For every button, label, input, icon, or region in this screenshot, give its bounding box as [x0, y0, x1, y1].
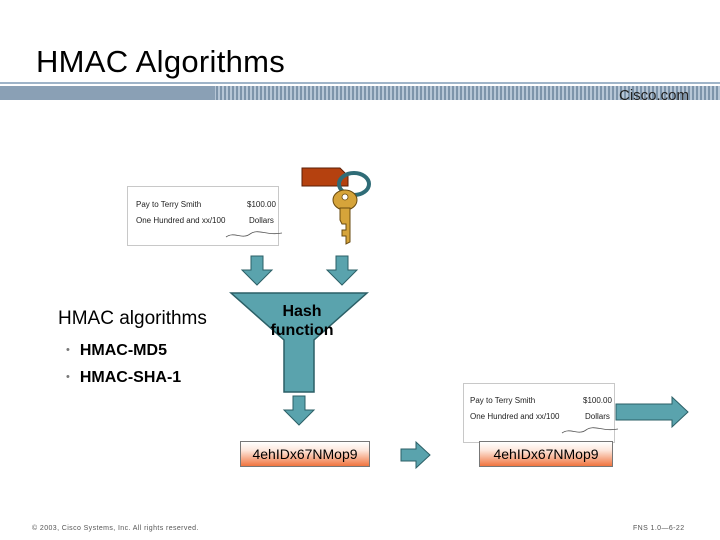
arrow-down-left: [240, 255, 274, 286]
bullet-text: HMAC-MD5: [79, 342, 167, 359]
check-amount: $100.00: [583, 396, 612, 405]
check-amount: $100.00: [247, 200, 276, 209]
arrow-down-output: [282, 395, 316, 426]
footer-copyright: © 2003, Cisco Systems, Inc. All rights r…: [32, 525, 199, 532]
bullet-hmac-md5: • HMAC-MD5: [66, 342, 167, 360]
hash-function-funnel: [229, 292, 369, 393]
key-icon: [332, 171, 371, 245]
bullet-hmac-sha1: • HMAC-SHA-1: [66, 369, 181, 387]
check-amount-words: One Hundred and xx/100: [136, 216, 226, 225]
arrow-down-right: [325, 255, 359, 286]
arrow-right-send: [615, 395, 689, 429]
arrow-right-compare: [400, 440, 431, 470]
title-divider: [0, 82, 720, 84]
check-signature: [561, 427, 619, 434]
check-document-bottom: Pay to Terry Smith $100.00 One Hundred a…: [463, 383, 619, 443]
check-document-top: Pay to Terry Smith $100.00 One Hundred a…: [127, 186, 283, 246]
page-title: HMAC Algorithms: [36, 44, 286, 79]
algorithms-heading: HMAC algorithms: [58, 308, 207, 329]
bullet-dot: •: [66, 344, 70, 356]
check-payee: Pay to Terry Smith: [470, 396, 536, 405]
footer-slide-number: FNS 1.0—6-22: [633, 525, 685, 532]
hash-output-received: 4ehIDx67NMop9: [479, 441, 613, 467]
key-tag-icon: [301, 167, 349, 187]
check-dollars-label: Dollars: [585, 412, 610, 421]
bullet-dot: •: [66, 371, 70, 383]
hash-function-label: Hash function: [262, 302, 342, 340]
check-signature: [225, 231, 283, 238]
hash-label-line1: Hash: [282, 303, 322, 320]
check-dollars-label: Dollars: [249, 216, 274, 225]
brand-label[interactable]: Cisco.com: [619, 87, 690, 104]
check-amount-words: One Hundred and xx/100: [470, 412, 560, 421]
header-band-solid: [0, 86, 215, 100]
check-payee: Pay to Terry Smith: [136, 200, 202, 209]
hash-label-line2: function: [270, 322, 334, 339]
bullet-text: HMAC-SHA-1: [79, 369, 182, 386]
hash-output-computed: 4ehIDx67NMop9: [240, 441, 370, 467]
